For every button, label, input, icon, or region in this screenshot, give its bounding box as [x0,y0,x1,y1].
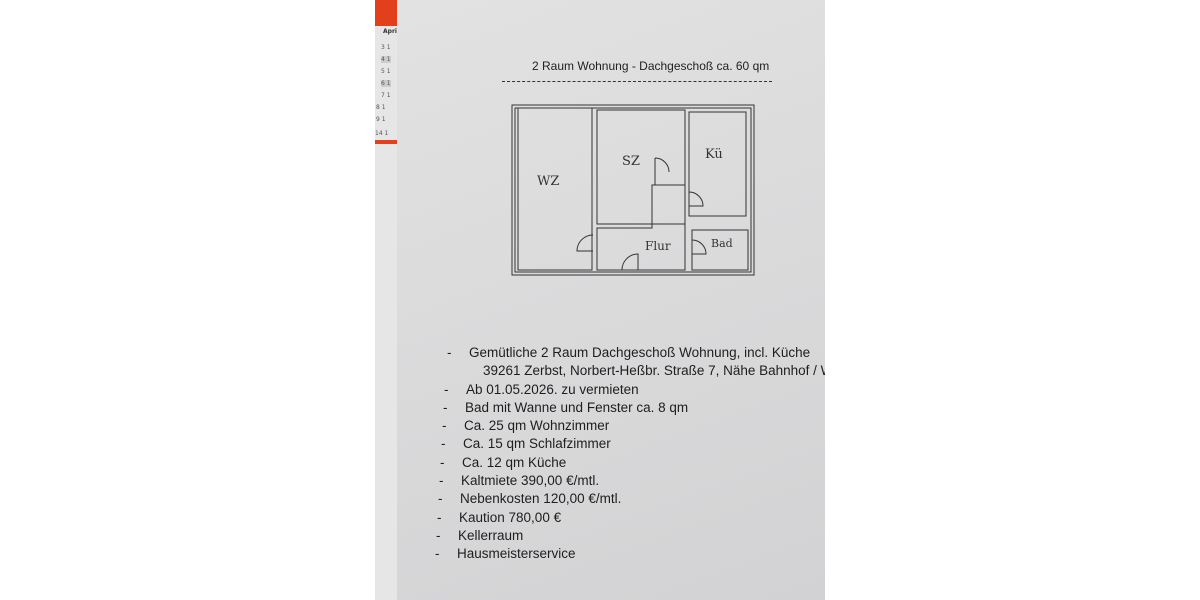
list-item: -Ab 01.05.2026. zu vermieten [444,381,639,397]
list-item: -Kaltmiete 390,00 €/mtl. [439,473,600,489]
calendar-day: 3 1 [381,44,391,51]
room-sz [596,109,686,225]
entrance-door [621,253,639,271]
outer-wall [511,104,755,276]
list-item: -Ca. 25 qm Wohnzimmer [442,418,610,434]
list-item: -Nebenkosten 120,00 €/mtl. [438,491,622,507]
paper-sheet: 2 Raum Wohnung - Dachgeschoß ca. 60 qm W… [397,0,825,600]
room-bad [691,229,749,271]
door-sz [654,157,670,185]
label-sz: SZ [622,154,640,169]
calendar-day: 14 1 [375,130,389,137]
door-bad [691,239,707,255]
room-wz [517,107,593,271]
list-item: -Bad mit Wanne und Fenster ca. 8 qm [443,399,689,415]
calendar-day: 4 1 [381,56,391,63]
calendar-day: 5 1 [381,68,391,75]
listing-title: 2 Raum Wohnung - Dachgeschoß ca. 60 qm [532,59,770,73]
calendar-day: 7 1 [381,92,391,99]
list-item: -Kellerraum [436,527,524,543]
room-flur [596,184,686,271]
label-wz: WZ [537,174,559,189]
calendar-day: 9 1 [376,116,386,123]
title-divider [502,81,772,82]
list-item: -Ca. 15 qm Schlafzimmer [441,436,611,452]
label-kue: Kü [705,147,723,162]
calendar-month: April [383,28,400,35]
door-wz [576,234,594,252]
wall-calendar: April 3 1 4 1 5 1 6 1 7 1 8 1 9 1 14 1 [375,0,407,600]
list-item: 39261 Zerbst, Norbert-Heßbr. Straße 7, N… [483,363,825,379]
label-flur: Flur [645,239,671,253]
document-photo: April 3 1 4 1 5 1 6 1 7 1 8 1 9 1 14 1 2… [375,0,825,600]
label-bad: Bad [711,237,733,250]
calendar-day: 6 1 [381,80,391,87]
floor-plan: WZ SZ Kü Flur Bad [511,104,755,276]
calendar-marker [375,140,397,144]
list-item: -Ca. 12 qm Küche [440,454,567,470]
list-item: -Kaution 780,00 € [437,509,562,525]
details-list: -Gemütliche 2 Raum Dachgeschoß Wohnung, … [435,344,825,564]
door-kue [688,191,704,207]
list-item: -Hausmeisterservice [435,546,576,562]
list-item: -Gemütliche 2 Raum Dachgeschoß Wohnung, … [447,345,811,360]
calendar-day: 8 1 [376,104,386,111]
room-kue [688,111,747,217]
